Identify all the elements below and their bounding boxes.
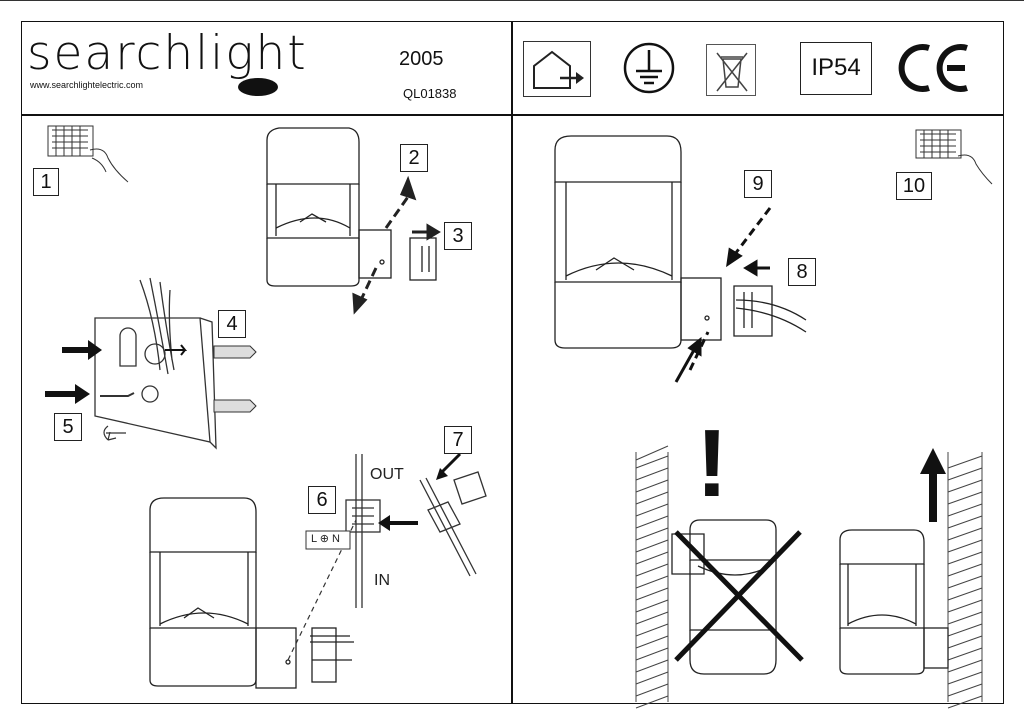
hatch-line <box>947 551 983 565</box>
hatch-line <box>635 599 669 613</box>
terminal-block-hand-1 <box>47 125 129 183</box>
arrow-screw-out-2 <box>352 175 441 315</box>
out-label: OUT <box>370 466 404 483</box>
top-rule <box>0 0 1024 1</box>
hatch-line <box>635 587 669 601</box>
hatch-line <box>947 479 983 493</box>
hatch-line <box>947 647 983 661</box>
step-10: 10 <box>896 172 932 200</box>
brand-wordmark: searchlight <box>27 26 308 81</box>
step-6: 6 <box>308 486 336 514</box>
hatch-line <box>947 515 983 529</box>
hatch-line <box>635 491 669 505</box>
step-3: 3 <box>444 222 472 250</box>
hatch-line <box>947 623 983 637</box>
lamp-right <box>554 135 807 349</box>
vertical-divider <box>511 21 513 704</box>
arrows-bracket <box>45 340 188 404</box>
wall-bracket <box>94 277 217 450</box>
hatch-line <box>947 599 983 613</box>
hatch-line <box>635 503 669 517</box>
hatch-line <box>635 539 669 553</box>
sheet-frame <box>21 21 1004 704</box>
terminal-label-box <box>305 530 351 550</box>
hatch-line <box>635 551 669 565</box>
wrong-cross <box>674 530 804 662</box>
hatch-line <box>635 515 669 529</box>
hatch-line <box>947 455 983 469</box>
hatch-line <box>635 611 669 625</box>
screwdriver-rotate-icon <box>103 425 126 441</box>
hatch-line <box>635 455 669 469</box>
hatch-line <box>635 575 669 589</box>
step-5: 5 <box>54 413 82 441</box>
hatch-line <box>947 587 983 601</box>
weee-bin-icon <box>706 44 756 96</box>
header-divider <box>21 114 1004 116</box>
hatch-line <box>947 575 983 589</box>
terminal-label: L ⊕ N <box>311 533 340 545</box>
up-arrow <box>920 448 946 522</box>
step-7: 7 <box>444 426 472 454</box>
lamp-correct <box>839 529 949 675</box>
hatch-line <box>635 527 669 541</box>
step-8: 8 <box>788 258 816 286</box>
hatch-line <box>947 539 983 553</box>
hatch-line <box>947 527 983 541</box>
arrows-right <box>674 207 772 383</box>
wall-hatch-right <box>947 452 983 709</box>
hatch-line <box>635 623 669 637</box>
hatch-line <box>635 659 669 673</box>
wall-plugs <box>213 345 257 413</box>
hatch-line <box>635 467 669 481</box>
earth-ground-icon <box>622 41 676 95</box>
ip-rating-badge: IP54 <box>800 42 872 95</box>
product-code: QL01838 <box>403 86 457 101</box>
brand-logo: searchlight <box>27 26 327 106</box>
hatch-line <box>947 467 983 481</box>
ce-mark <box>897 42 973 94</box>
step-9: 9 <box>744 170 772 198</box>
lamp-bottom <box>149 497 354 689</box>
in-label: IN <box>374 572 390 589</box>
hatch-line <box>635 683 669 697</box>
brand-lamp-shadow <box>238 78 278 96</box>
lamp-top <box>266 127 437 287</box>
warning-exclamation: ! <box>696 410 728 517</box>
hatch-line <box>947 695 983 709</box>
hatch-line <box>635 479 669 493</box>
hatch-line <box>635 695 669 709</box>
terminal-block-hand-10 <box>915 129 993 185</box>
website-url: www.searchlightelectric.com <box>30 80 144 90</box>
hatch-line <box>947 671 983 685</box>
hatch-line <box>635 563 669 577</box>
step-2: 2 <box>400 144 428 172</box>
hatch-line <box>947 611 983 625</box>
hatch-line <box>947 683 983 697</box>
step-1: 1 <box>33 168 59 196</box>
hatch-line <box>635 647 669 661</box>
cable-run <box>345 454 487 608</box>
year-label: 2005 <box>399 48 444 70</box>
hatch-line <box>947 635 983 649</box>
arrows-wiring <box>378 452 462 531</box>
wall-hatch-left <box>635 445 669 709</box>
hatch-line <box>947 503 983 517</box>
hatch-line <box>947 563 983 577</box>
hatch-line <box>635 671 669 685</box>
hatch-line <box>947 659 983 673</box>
hatch-line <box>947 491 983 505</box>
indoor-house-icon <box>523 41 591 97</box>
step-4: 4 <box>218 310 246 338</box>
hatch-line <box>635 635 669 649</box>
